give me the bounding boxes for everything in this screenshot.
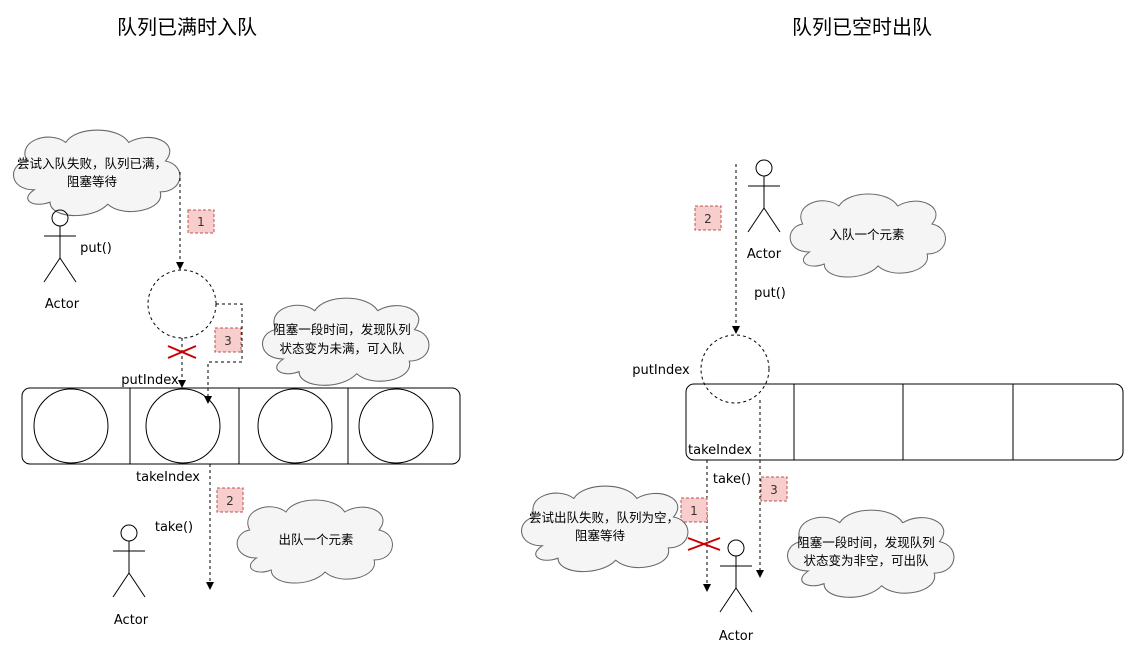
right-cloud-wakeup-line1: 阻塞一段时间，发现队列 <box>797 535 935 550</box>
left-queue-element-1 <box>33 388 109 464</box>
right-title: 队列已空时出队 <box>792 15 932 39</box>
left-actor-top-label: Actor <box>45 297 80 312</box>
right-queue <box>685 383 1124 461</box>
right-panel: 队列已空时出队 2 Actor 入队一个元素 put() putIndex <box>521 15 1124 644</box>
right-step-1-badge: 1 <box>680 497 708 523</box>
left-queue-element-2 <box>145 388 221 464</box>
left-take-label: take() <box>155 520 193 535</box>
left-title: 队列已满时入队 <box>117 15 257 39</box>
left-put-label: put() <box>80 241 112 256</box>
left-cloud-blocked-line1: 尝试入队失败，队列已满， <box>17 156 167 171</box>
svg-text:3: 3 <box>224 334 232 348</box>
right-step-2-badge: 2 <box>694 205 722 231</box>
right-takeindex-label: takeIndex <box>688 443 752 458</box>
svg-text:2: 2 <box>704 212 712 226</box>
svg-text:1: 1 <box>690 504 698 518</box>
left-actor-bottom-label: Actor <box>114 613 149 628</box>
left-step-2-badge: 2 <box>216 487 244 513</box>
right-blocked-cross <box>687 537 721 551</box>
right-actor-top-icon <box>747 159 781 233</box>
left-queue <box>21 387 461 465</box>
svg-text:2: 2 <box>226 494 234 508</box>
right-cloud-enqueue-text: 入队一个元素 <box>829 227 904 242</box>
right-cloud-wakeup-line2: 状态变为非空，可出队 <box>803 553 929 568</box>
left-step-1-badge: 1 <box>187 209 215 234</box>
svg-text:1: 1 <box>197 215 205 229</box>
left-blocked-cross <box>167 345 197 359</box>
left-queue-element-4 <box>358 388 434 464</box>
left-step-3-badge: 3 <box>214 327 242 353</box>
left-cloud-blocked <box>13 129 181 217</box>
right-putindex-label: putIndex <box>632 363 690 378</box>
left-cloud-dequeue-text: 出队一个元素 <box>278 532 353 547</box>
right-put-label: put() <box>754 286 786 301</box>
right-actor-bottom-label: Actor <box>719 629 754 644</box>
right-pending-element <box>700 334 770 404</box>
left-cloud-blocked-line2: 阻塞等待 <box>67 174 118 189</box>
right-cloud-blocked-line1: 尝试出队失败，队列为空， <box>529 510 679 525</box>
right-step-3-badge: 3 <box>760 476 788 502</box>
left-actor-bottom-icon <box>112 524 146 598</box>
left-pending-element <box>147 269 217 339</box>
left-cloud-wakeup-line1: 阻塞一段时间，发现队列 <box>273 322 411 337</box>
left-panel: 队列已满时入队 尝试入队失败，队列已满， 阻塞等待 Actor put() 1 <box>13 15 461 628</box>
svg-text:3: 3 <box>770 483 778 497</box>
left-actor-top-icon <box>43 209 77 283</box>
right-cloud-blocked-line2: 阻塞等待 <box>575 528 626 543</box>
left-retry-path <box>207 303 243 398</box>
right-actor-top-label: Actor <box>747 247 782 262</box>
left-queue-element-3 <box>257 388 333 464</box>
left-takeindex-label: takeIndex <box>136 470 200 485</box>
right-actor-bottom-icon <box>719 539 753 613</box>
right-take-label: take() <box>713 472 751 487</box>
left-putindex-label: putIndex <box>121 373 179 388</box>
left-cloud-wakeup-line2: 状态变为未满，可入队 <box>279 341 405 356</box>
